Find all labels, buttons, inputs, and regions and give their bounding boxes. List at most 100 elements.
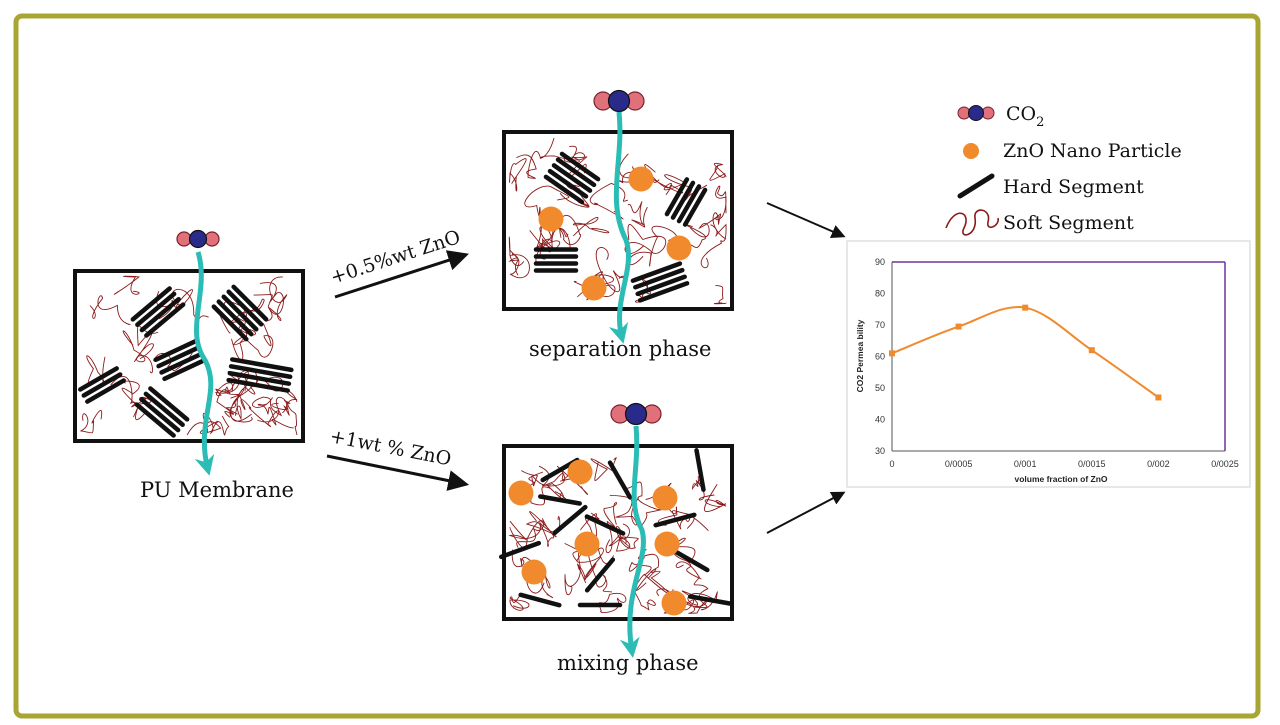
soft-segment [252,396,288,417]
hard-segment [162,357,207,382]
soft-segment [122,330,153,374]
hard-segment [498,540,542,560]
chart-x-tick-label: 0/002 [1147,459,1170,469]
zno-particle [574,531,600,557]
hard-segment [211,304,249,342]
chart-y-tick-label: 90 [875,257,885,267]
hard-segment [584,557,616,593]
legend-co2-icon [957,105,995,121]
chart-xlabel: volume fraction of ZnO [1014,474,1107,484]
hard-segment [148,386,190,422]
soft-segment [509,594,530,611]
co2-flow-arrow-separation [608,111,631,344]
soft-segment [215,371,249,396]
soft-segment [89,295,131,325]
chart-y-tick-label: 80 [875,289,885,299]
hard-segment [670,180,696,220]
co2-molecule-separation [593,89,645,113]
soft-segment [590,457,617,481]
legend-zno-icon [963,143,979,159]
zno-particles-separation [538,166,692,301]
arrow-to-mixing [326,454,470,491]
chart-y-tick-label: 50 [875,383,885,393]
zno-particle [581,275,607,301]
outer-frame [13,13,1261,719]
soft-segment [589,182,629,220]
hard-segment [153,338,198,363]
co2-molecule-pu [176,229,220,249]
hard-segment [231,284,269,322]
co2-molecule-mixing [610,402,662,426]
soft-segment [253,282,284,315]
hard-segment [156,345,201,369]
pu-membrane-box [73,251,305,476]
hard-segment [653,512,697,528]
soft-segment [634,568,657,611]
mixing-phase-label: mixing phase [557,651,699,675]
hard-segment [547,168,589,199]
soft-segment [595,247,624,293]
soft-segment [521,470,564,500]
hard-segment [221,294,259,332]
hard-segments-separation [533,151,708,303]
soft-segment [529,511,561,547]
soft-segment [508,236,525,267]
chart-x-tick-label: 0 [889,459,894,469]
chart-y-tick-label: 70 [875,320,885,330]
co2-flow-arrow-mixing [619,425,646,658]
chart-frame [846,240,1251,488]
hard-segment [134,402,176,438]
zno-particle [567,459,593,485]
chart-x-tick-label: 0/0005 [945,459,973,469]
legend-soft-segment-icon [945,209,999,236]
soft-segment [559,184,590,208]
soft-segment [516,150,542,179]
separation-phase-label: separation phase [529,337,711,361]
hard-segment [551,163,593,193]
zno-particle [538,206,564,232]
soft-segment [675,561,709,608]
hard-segment [216,299,254,337]
chart-y-tick-label: 40 [875,415,885,425]
hard-segment [130,286,172,322]
soft-segment [508,518,557,541]
hard-segment [637,281,690,303]
hard-segment [538,494,582,506]
hard-segment [139,297,181,333]
hard-segment [607,460,633,500]
soft-segment [627,201,648,228]
soft-segment [539,137,586,161]
soft-segment [257,403,294,429]
hard-segment [227,370,292,386]
hard-segment [670,547,710,573]
zno-particle [508,480,534,506]
soft-segment [511,549,551,589]
hard-segments-mixing [498,448,732,608]
hard-segment [552,504,588,536]
soft-segment [603,502,618,554]
arrow-separation-to-chart [766,202,846,238]
legend-co2-label: CO2 [1006,103,1044,130]
hard-segment [159,351,204,375]
soft-segment [536,226,569,249]
hard-segment [228,364,293,380]
soft-segment [216,386,239,418]
soft-segment [535,225,561,266]
hard-segment [630,261,683,283]
chart-y-tick-label: 30 [875,446,885,456]
soft-segment [113,275,140,295]
soft-segment [110,376,152,408]
chart-y-tick-label: 60 [875,352,885,362]
zno-particle [666,235,692,261]
hard-segment [543,174,585,205]
hard-segment [135,291,177,327]
mixing-phase-box [498,425,734,658]
soft-segment [79,410,103,434]
soft-segment [709,162,727,181]
soft-segment [121,380,146,420]
zno-particles-mixing [508,459,687,616]
hard-segment [144,302,186,338]
hard-segment [664,177,690,217]
